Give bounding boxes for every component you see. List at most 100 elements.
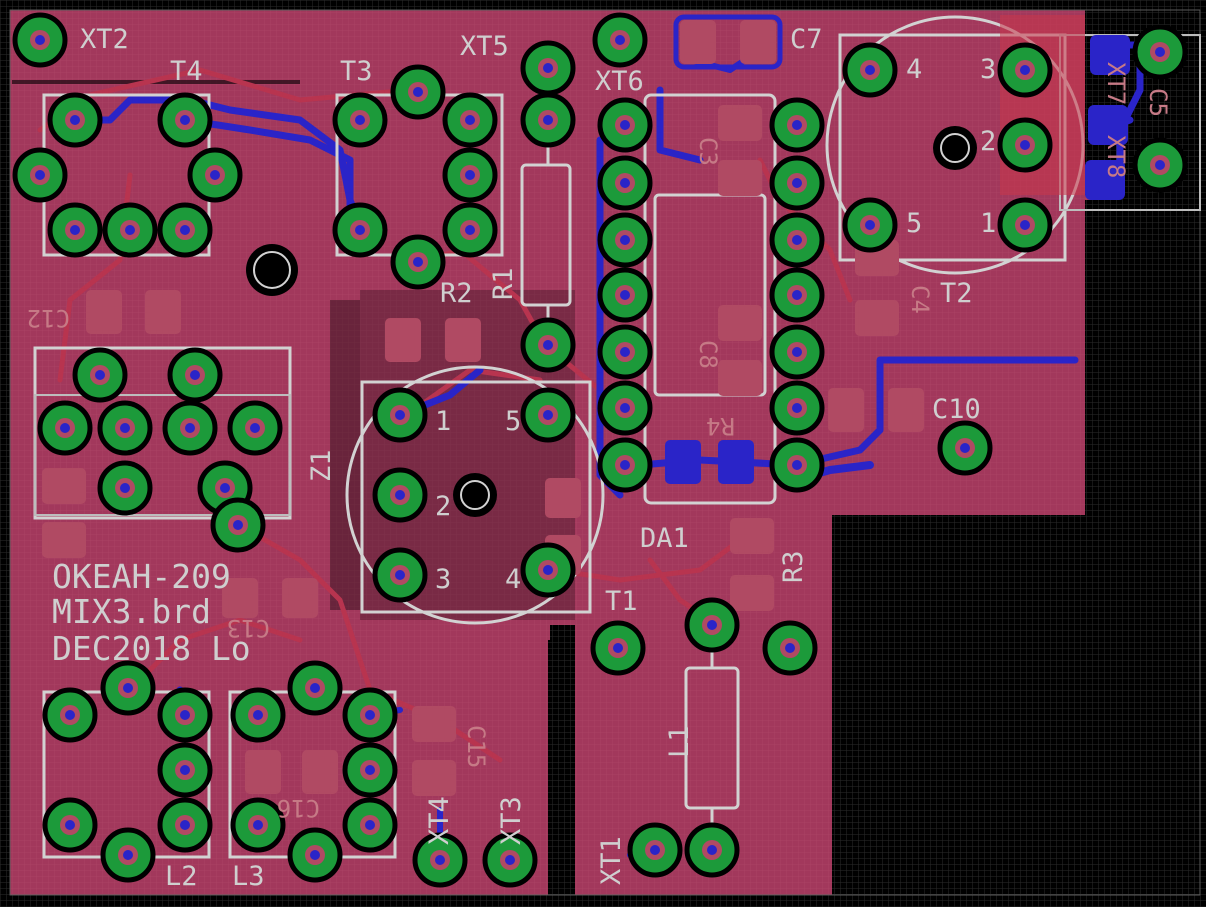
through-hole-pad bbox=[372, 547, 428, 603]
label-r2: R2 bbox=[440, 278, 473, 309]
label-r1: R1 bbox=[488, 267, 519, 300]
through-hole-pads bbox=[12, 12, 1188, 888]
through-hole-pad bbox=[332, 92, 388, 148]
through-hole-pad bbox=[342, 797, 398, 853]
through-hole-pad bbox=[684, 597, 740, 653]
through-hole-pad bbox=[42, 797, 98, 853]
through-hole-pad bbox=[520, 317, 576, 373]
board-text-line3: DEC2018 Lo bbox=[52, 629, 251, 668]
label-c5: C5 bbox=[1144, 88, 1172, 117]
through-hole-pad bbox=[597, 97, 653, 153]
through-hole-pad bbox=[442, 147, 498, 203]
through-hole-pad bbox=[230, 797, 286, 853]
label-l3: L3 bbox=[232, 861, 265, 892]
through-hole-pad bbox=[769, 155, 825, 211]
label-t2: T2 bbox=[940, 278, 973, 309]
label-c10: C10 bbox=[932, 394, 981, 425]
t1-pin-3: 3 bbox=[435, 564, 451, 595]
through-hole-pad bbox=[342, 687, 398, 743]
through-hole-pad bbox=[520, 542, 576, 598]
label-xt4: XT4 bbox=[424, 796, 455, 845]
label-xt2: XT2 bbox=[80, 24, 129, 55]
through-hole-pad bbox=[627, 822, 683, 878]
through-hole-pad bbox=[597, 155, 653, 211]
label-z1: Z1 bbox=[306, 449, 337, 482]
through-hole-pad bbox=[769, 324, 825, 380]
label-c7: C7 bbox=[790, 24, 823, 55]
through-hole-pad bbox=[442, 202, 498, 258]
label-c3: C3 bbox=[694, 137, 722, 166]
label-xt1: XT1 bbox=[596, 836, 627, 885]
through-hole-pad bbox=[684, 822, 740, 878]
through-hole-pad bbox=[390, 234, 446, 290]
t1-pin-2: 2 bbox=[435, 491, 451, 522]
label-da1: DA1 bbox=[640, 523, 689, 554]
label-c8: C8 bbox=[694, 340, 722, 369]
label-c15: C15 bbox=[462, 725, 490, 768]
through-hole-pad bbox=[287, 660, 343, 716]
through-hole-pad bbox=[997, 197, 1053, 253]
through-hole-pad bbox=[597, 437, 653, 493]
through-hole-pad bbox=[157, 742, 213, 798]
through-hole-pad bbox=[769, 97, 825, 153]
through-hole-pad bbox=[72, 347, 128, 403]
t2-pin-4: 4 bbox=[906, 54, 922, 85]
through-hole-pad bbox=[332, 202, 388, 258]
t1-outline bbox=[360, 380, 592, 614]
label-r3: R3 bbox=[778, 550, 809, 583]
label-l2: L2 bbox=[165, 861, 198, 892]
through-hole-pad bbox=[100, 660, 156, 716]
through-hole-pad bbox=[157, 687, 213, 743]
through-hole-pad bbox=[597, 212, 653, 268]
through-hole-pad bbox=[597, 267, 653, 323]
through-hole-pad bbox=[412, 832, 468, 888]
label-xt5: XT5 bbox=[460, 31, 509, 62]
through-hole-pad bbox=[47, 202, 103, 258]
through-hole-pad bbox=[769, 267, 825, 323]
through-hole-pad bbox=[769, 437, 825, 493]
through-hole-pad bbox=[372, 387, 428, 443]
through-hole-pad bbox=[520, 40, 576, 96]
board-text-line1: OKEAH-209 bbox=[52, 557, 231, 596]
labels: XT2 T4 T3 XT5 XT6 C7 T2 C10 R2 DA1 T1 L2… bbox=[27, 24, 1172, 892]
through-hole-pad bbox=[390, 64, 446, 120]
label-xt6: XT6 bbox=[595, 66, 644, 97]
label-t4: T4 bbox=[170, 56, 203, 87]
label-c16: C16 bbox=[277, 794, 320, 822]
t1-pin-5: 5 bbox=[505, 406, 521, 437]
through-hole-pad bbox=[590, 620, 646, 676]
label-xt7: XT7 bbox=[1102, 62, 1130, 105]
t1-pin-4: 4 bbox=[505, 564, 521, 595]
label-xt8: XT8 bbox=[1102, 135, 1130, 178]
through-hole-pad bbox=[342, 742, 398, 798]
r1-outline bbox=[520, 163, 572, 307]
through-hole-pad bbox=[520, 387, 576, 443]
through-hole-pad bbox=[937, 420, 993, 476]
through-hole-pad bbox=[37, 400, 93, 456]
t2-pin-1: 1 bbox=[980, 208, 996, 239]
label-c13: C13 bbox=[227, 614, 270, 642]
through-hole-pad bbox=[372, 467, 428, 523]
through-hole-pad bbox=[157, 92, 213, 148]
through-hole-pad bbox=[442, 92, 498, 148]
through-hole-pad bbox=[482, 832, 538, 888]
through-hole-pad bbox=[592, 12, 648, 68]
mounting-holes bbox=[246, 126, 977, 517]
through-hole-pad bbox=[97, 400, 153, 456]
through-hole-pad bbox=[997, 42, 1053, 98]
label-t1: T1 bbox=[605, 586, 638, 617]
through-hole-pad bbox=[842, 42, 898, 98]
through-hole-pad bbox=[162, 400, 218, 456]
t1-pin-1: 1 bbox=[435, 406, 451, 437]
through-hole-pad bbox=[769, 212, 825, 268]
t1-circle bbox=[345, 365, 605, 625]
through-hole-pad bbox=[157, 202, 213, 258]
through-hole-pad bbox=[12, 147, 68, 203]
label-c12: C12 bbox=[27, 304, 70, 332]
through-hole-pad bbox=[227, 400, 283, 456]
through-hole-pad bbox=[1132, 137, 1188, 193]
board-text-line2: MIX3.brd bbox=[52, 592, 211, 631]
label-t3: T3 bbox=[340, 56, 373, 87]
label-xt3: XT3 bbox=[496, 796, 527, 845]
